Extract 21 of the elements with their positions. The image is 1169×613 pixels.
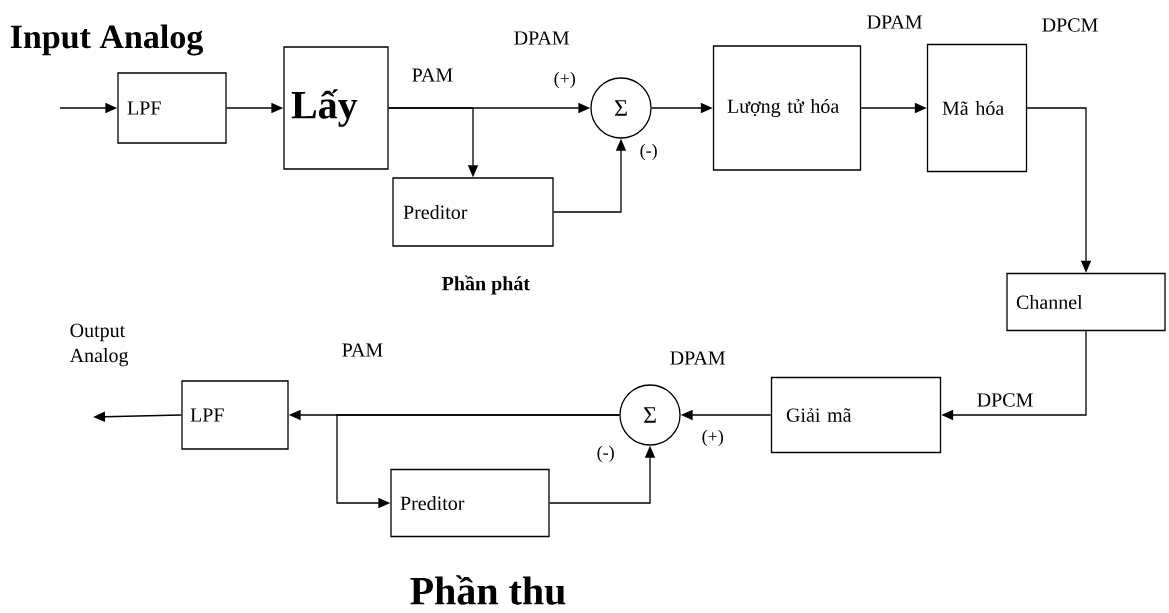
sign-label: (-) <box>597 445 614 463</box>
sign-label: (-) <box>640 143 657 161</box>
process-box: Lấy <box>283 46 389 170</box>
filter-box: LPF <box>117 72 227 144</box>
process-box: Mã hóa <box>926 43 1028 173</box>
signal-label: DPAM <box>867 15 923 29</box>
section-title: Phần phát <box>442 275 530 295</box>
sign-label: (+) <box>554 71 575 89</box>
filter-box: LPF <box>181 380 289 450</box>
signal-label: DPAM <box>670 351 726 365</box>
process-box: Preditor <box>390 468 550 538</box>
sign-label: (+) <box>702 429 723 447</box>
signal-label: PAM <box>342 343 383 357</box>
process-box: Lượng tử hóa <box>712 45 862 171</box>
signal-label: DPCM <box>1042 18 1098 32</box>
signal-label: PAM <box>412 68 453 82</box>
process-box: Preditor <box>392 177 554 247</box>
process-box: Giải mã <box>770 376 942 454</box>
process-box: Channel <box>1006 272 1166 332</box>
signal-label: DPCM <box>977 393 1033 407</box>
section-title: Phần thu <box>410 575 566 605</box>
